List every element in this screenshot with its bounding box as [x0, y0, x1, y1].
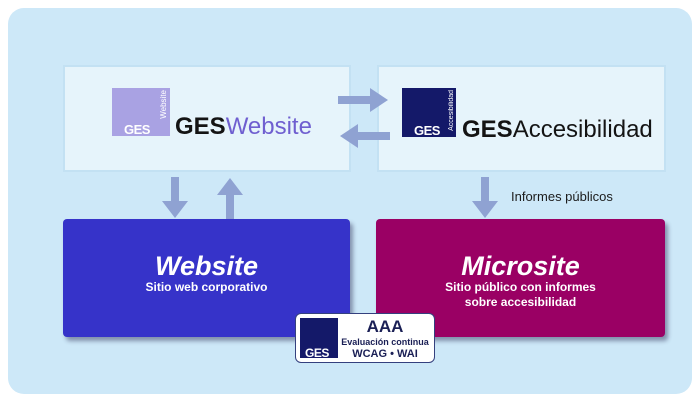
badge-line2: WCAG • WAI — [352, 348, 418, 360]
website-subtitle: Sitio web corporativo — [145, 280, 268, 294]
brand-rest: Website — [225, 113, 312, 140]
arrow-up-icon — [217, 178, 243, 219]
logo-ges-text: GES — [414, 123, 440, 138]
brand-bold: GES — [462, 116, 513, 143]
aaa-badge: GES AAA Evaluación continua WCAG • WAI — [295, 313, 435, 363]
website-title: Website — [154, 251, 259, 281]
arrow-right-icon — [338, 88, 388, 112]
connector-label: Informes públicos — [511, 189, 613, 204]
logo-vertical-text: Website — [159, 90, 168, 119]
gesaccesibilidad-logo: Accesibilidad GES — [402, 88, 456, 138]
logo-vertical-text: Accesibilidad — [448, 90, 455, 131]
badge-line1: Evaluación continua — [341, 337, 429, 347]
microsite-subtitle-line1: Sitio público con informes — [445, 280, 596, 294]
arrow-left-icon — [340, 124, 390, 148]
geswebsite-logo: Website GES — [112, 88, 170, 137]
brand-rest: Accesibilidad — [512, 116, 653, 143]
arrow-down-icon — [472, 177, 498, 218]
gesaccesibilidad-brand: GESAccesibilidad — [462, 116, 653, 144]
microsite-title: Microsite — [461, 251, 580, 281]
badge-ges-logo: GES — [300, 318, 338, 360]
logo-ges-text: GES — [124, 122, 150, 137]
badge-level: AAA — [366, 317, 404, 336]
gesaccesibilidad-box: Accesibilidad GES GESAccesibilidad — [377, 65, 666, 172]
geswebsite-box: Website GES GESWebsite — [63, 65, 351, 172]
microsite-box: Microsite Sitio público con informes sob… — [376, 219, 665, 337]
badge-ges-text: GES — [305, 346, 329, 360]
geswebsite-brand: GESWebsite — [175, 113, 312, 141]
microsite-subtitle-line2: sobre accesibilidad — [464, 295, 577, 309]
arrow-down-icon — [162, 177, 188, 218]
brand-bold: GES — [175, 113, 226, 140]
